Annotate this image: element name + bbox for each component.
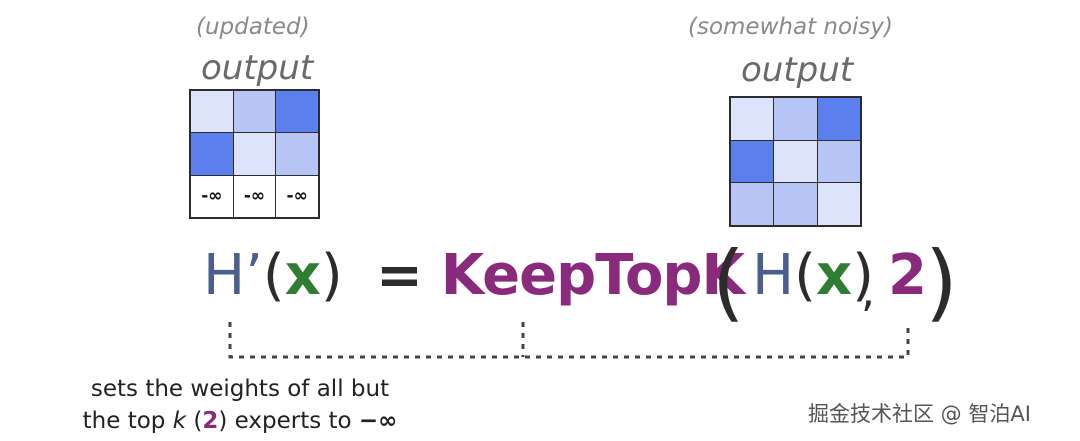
noisy-matrix-cell: [774, 98, 817, 140]
updated-matrix-cell: -∞: [233, 175, 276, 217]
right-output-label: output: [741, 50, 854, 90]
equation-lhs: H’(x): [203, 248, 343, 304]
annotation-line-1: sets the weights of all but: [90, 376, 390, 402]
big-open-paren: (: [712, 233, 745, 331]
annotation-text: sets the weights of all but the top k (2…: [55, 373, 425, 437]
arg-x: x: [815, 243, 853, 308]
noisy-matrix-cell: [817, 183, 860, 225]
updated-matrix-cell: [191, 91, 233, 133]
noisy-matrix-cell: [731, 183, 774, 225]
keeptopk-function: KeepTopK: [440, 243, 745, 308]
noisy-matrix-cell: [774, 140, 817, 183]
big-close-paren: ): [925, 233, 958, 331]
updated-matrix-cell: [276, 91, 318, 133]
noisy-matrix-cell: [731, 98, 774, 140]
arg-comma: ,: [861, 266, 875, 317]
lhs-open-paren: (: [262, 243, 285, 308]
noisy-matrix-cell: [817, 98, 860, 140]
updated-matrix-cell: [191, 133, 233, 175]
equation-rhs-func: = KeepTopK: [376, 248, 745, 304]
left-output-label: output: [201, 48, 314, 88]
lhs-close-paren: ): [320, 243, 343, 308]
updated-matrix-cell: [233, 133, 276, 175]
noisy-matrix-cell: [774, 183, 817, 225]
equals-sign: =: [376, 243, 423, 308]
bracket-outline: [228, 322, 910, 359]
noisy-output-matrix: [729, 96, 862, 227]
updated-matrix-cell: [233, 91, 276, 133]
arg-open-paren: (: [794, 243, 816, 308]
arg-h: H: [752, 243, 795, 308]
lhs-h-prime: H’: [203, 243, 263, 308]
updated-matrix-cell: [276, 133, 318, 175]
arg-close-paren: ): [852, 243, 874, 308]
left-output-note: (updated): [196, 14, 310, 40]
annotation-line-2: the top k (2) experts to −∞: [82, 408, 398, 434]
equation-args: H(x): [752, 248, 874, 304]
updated-matrix-cell: -∞: [276, 175, 318, 217]
arg-k-value: 2: [888, 243, 927, 308]
right-output-note: (somewhat noisy): [688, 14, 894, 40]
updated-matrix-cell: -∞: [191, 175, 233, 217]
noisy-matrix-cell: [731, 140, 774, 183]
noisy-matrix-cell: [817, 140, 860, 183]
watermark-text: 掘金技术社区 @ 智泊AI: [808, 402, 1031, 426]
updated-output-matrix: -∞-∞-∞: [189, 89, 320, 219]
lhs-x: x: [284, 243, 321, 308]
